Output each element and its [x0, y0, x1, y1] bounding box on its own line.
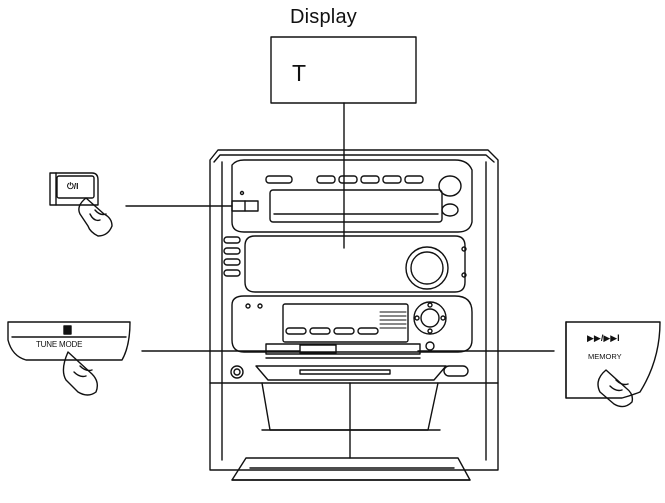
- memory-label: MEMORY: [588, 352, 622, 361]
- power-button-callout: [49, 172, 233, 237]
- memory-callout: [417, 321, 661, 408]
- skip-forward-icon: ▶▶/▶▶I: [587, 333, 620, 343]
- power-button-symbol: ⏻/I: [67, 181, 79, 191]
- unit-tune-mode-button: [299, 344, 337, 354]
- tape-window-buttons: [285, 327, 379, 335]
- stereo-unit: [209, 149, 499, 481]
- volume-knob: [405, 246, 449, 290]
- top-button-row: [316, 175, 424, 184]
- left-button-column: [223, 236, 241, 277]
- tune-mode-callout: [7, 321, 301, 396]
- display-readout: T: [292, 60, 307, 86]
- tune-mode-label: TUNE MODE: [36, 340, 83, 349]
- tape-window-hatch: [379, 311, 407, 329]
- jog-dial: [413, 301, 447, 335]
- display-title: Display: [290, 6, 357, 28]
